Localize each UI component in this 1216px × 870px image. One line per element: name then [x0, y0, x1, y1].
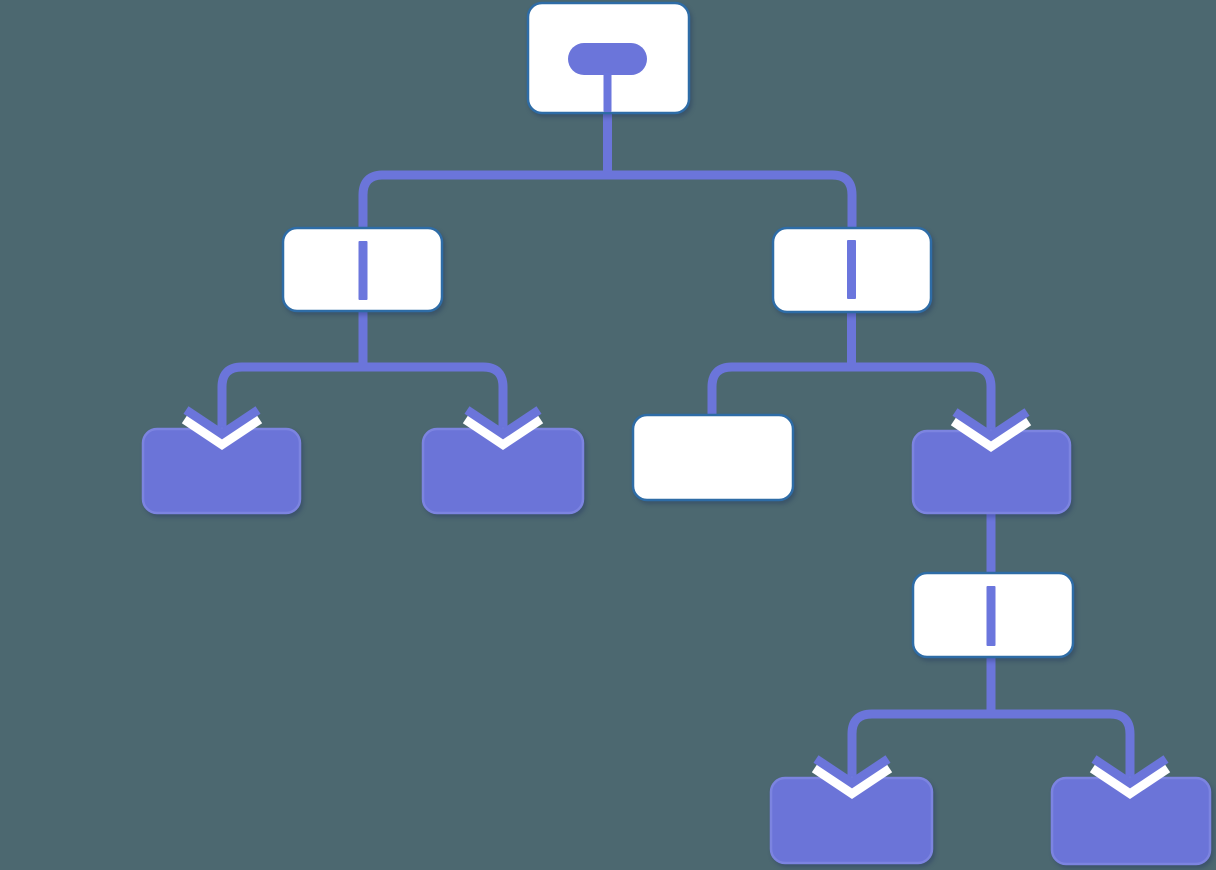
chevron-outline — [462, 410, 544, 451]
connector-right-junction — [707, 362, 996, 435]
chevron-head — [813, 755, 891, 789]
node-root-bar-placeholder — [603, 73, 612, 112]
node-sub-branch-bar-placeholder — [986, 586, 996, 646]
chevron-down-icon-leaf-left-1 — [181, 406, 263, 451]
connector-left-junction — [217, 362, 508, 433]
chevron-down-icon-child-purple — [950, 408, 1032, 453]
chevron-outline — [811, 759, 893, 800]
chevron-down-icon-leaf-left-2 — [462, 406, 544, 451]
chevron-head — [464, 406, 542, 440]
node-root-pill-placeholder — [568, 43, 647, 75]
chevron-head — [952, 408, 1030, 442]
node-branch-left-bar-placeholder — [358, 241, 368, 300]
connector-level1-junction — [358, 170, 857, 234]
chevron-outline — [1089, 759, 1171, 800]
chevron-outline — [181, 410, 263, 451]
chevron-down-icon-leaf-bottom-2 — [1089, 755, 1171, 800]
chevron-head — [183, 406, 261, 440]
chevron-down-icon-leaf-bottom-1 — [811, 755, 893, 800]
connector-bottom-junction — [847, 709, 1135, 782]
node-branch-right-bar-placeholder — [847, 240, 856, 299]
chevron-head — [1091, 755, 1169, 789]
node-child-white[interactable] — [631, 413, 795, 502]
chevron-outline — [950, 412, 1032, 453]
